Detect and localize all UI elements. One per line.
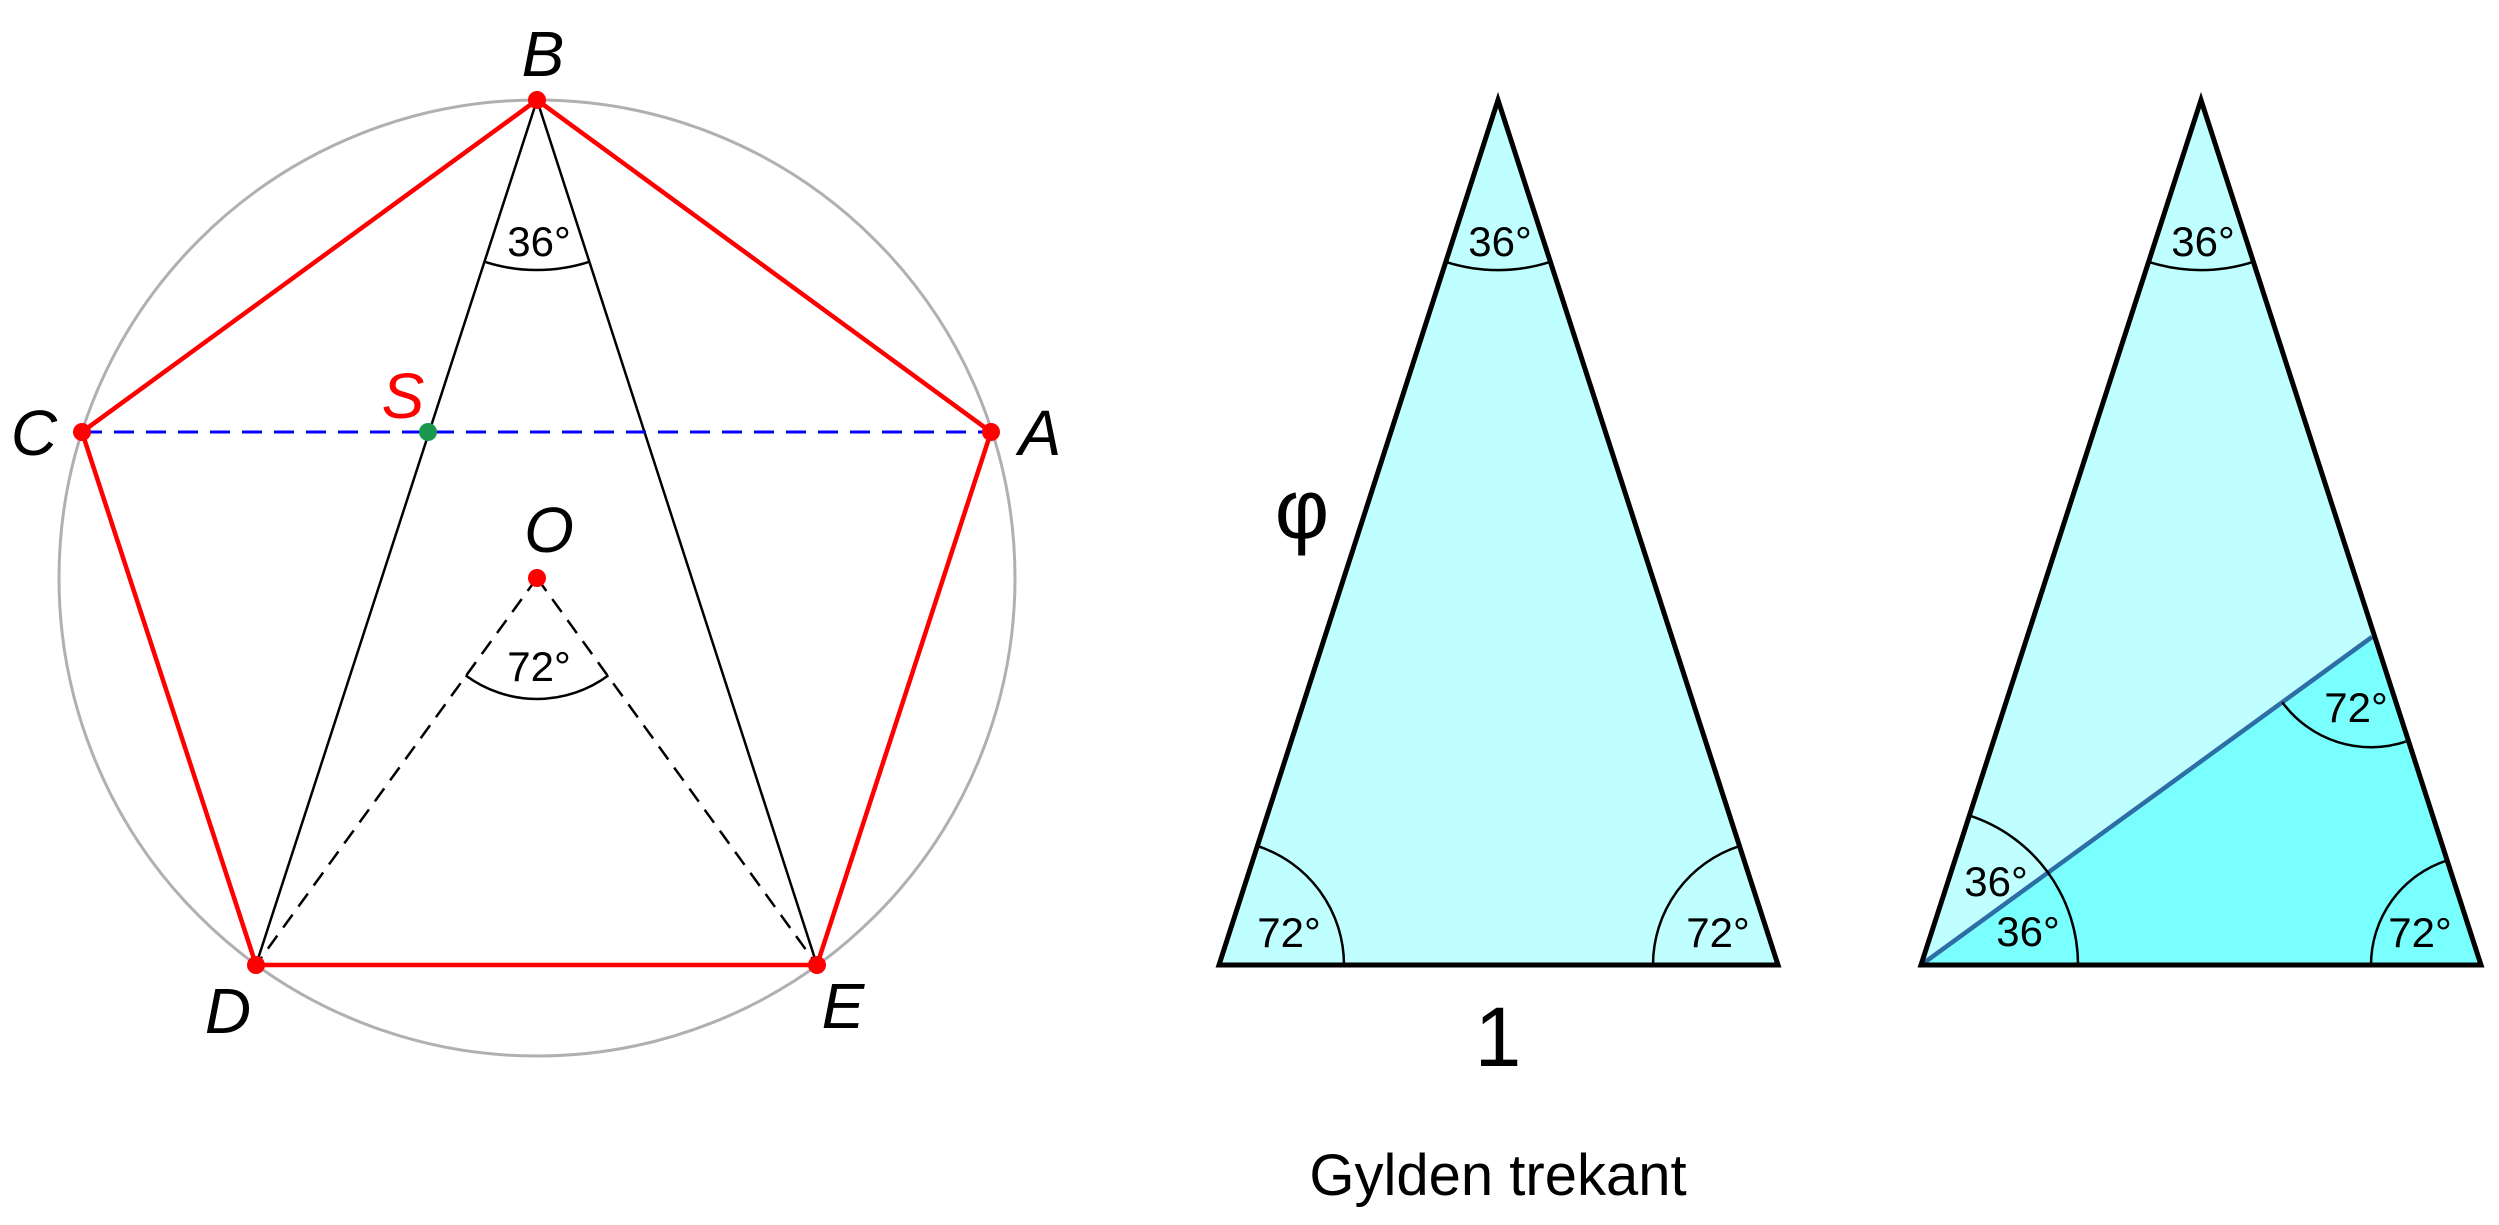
- inner-angle-label: 72°: [2324, 684, 2388, 731]
- vertex-label-d: D: [205, 975, 251, 1047]
- vertex-d-point: [247, 956, 265, 974]
- split-triangle-outline: [1917, 91, 2485, 968]
- vertex-label-c: C: [11, 397, 58, 469]
- vertex-b-point: [528, 91, 546, 109]
- vertex-label-e: E: [822, 970, 866, 1042]
- bisector-line: [1919, 635, 2374, 967]
- left-base-angle-arc: [1969, 814, 2080, 966]
- side-label-phi: φ: [1275, 462, 1329, 556]
- left-base-angle-arc: [1257, 844, 1346, 966]
- vertex-c-point: [73, 423, 91, 441]
- upper-triangle-fill: [1921, 100, 2372, 965]
- vertex-a-point: [982, 423, 1000, 441]
- split-triangle-diagram: 36° 72° 36° 36° 72°: [1917, 91, 2485, 968]
- apex-angle-arc: [484, 260, 590, 272]
- bisected-upper-angle-label: 36°: [1964, 858, 2028, 905]
- caption: Gylden trekant: [1309, 1143, 1686, 1208]
- golden-triangle-fill: [1215, 91, 1782, 968]
- vertex-e-point: [808, 956, 826, 974]
- apex-angle-label: 36°: [1468, 218, 1532, 265]
- pentagon-diagram: B A C D E O S 36° 72°: [11, 18, 1062, 1058]
- diagonal-be: [535, 99, 819, 966]
- bisected-lower-angle-label: 36°: [1996, 908, 2060, 955]
- right-base-angle-arc: [1651, 844, 1740, 966]
- center-angle-arc: [464, 674, 610, 701]
- lower-triangle-fill: [1921, 637, 2481, 965]
- diagonal-bd: [254, 99, 539, 966]
- point-s: [419, 423, 437, 441]
- inner-angle-arc: [2281, 701, 2407, 749]
- pentagon-outline: [79, 97, 994, 968]
- radius-od: [254, 577, 539, 966]
- base-label-one: 1: [1475, 990, 1522, 1084]
- vertex-label-b: B: [522, 18, 565, 90]
- right-base-angle-label: 72°: [2388, 909, 2452, 956]
- center-label-o: O: [524, 494, 574, 566]
- radius-oe: [535, 577, 819, 966]
- right-base-angle-label: 72°: [1686, 909, 1750, 956]
- apex-angle-label: 36°: [2171, 218, 2235, 265]
- left-base-angle-label: 72°: [1257, 909, 1321, 956]
- point-label-s: S: [382, 360, 425, 432]
- vertex-label-a: A: [1015, 397, 1062, 469]
- center-o-point: [528, 569, 546, 587]
- center-angle-label: 72°: [507, 643, 571, 690]
- apex-angle-arc: [2148, 260, 2254, 272]
- apex-angle-label: 36°: [507, 218, 571, 265]
- right-base-angle-arc: [2369, 859, 2448, 966]
- golden-triangle-diagram: 36° 72° 72° φ 1 Gylden trekant: [1215, 91, 1782, 1208]
- apex-angle-arc: [1445, 260, 1551, 272]
